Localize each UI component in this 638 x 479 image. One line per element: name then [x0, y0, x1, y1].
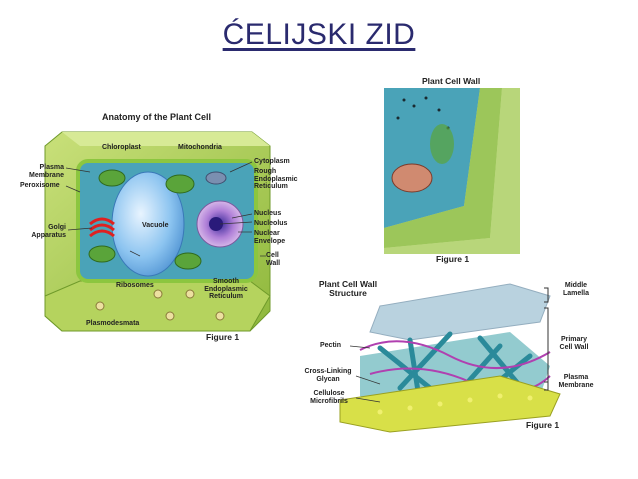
label-ribosomes: Ribosomes	[116, 282, 154, 289]
label-pectin: Pectin	[320, 342, 342, 349]
wall-figure-caption: Figure 1	[436, 254, 470, 264]
plant-cell-anatomy-figure: Anatomy of the Plant Cell Chloroplast Mi…	[20, 106, 300, 346]
label-peroxisome: Peroxisome	[20, 182, 60, 189]
label-cell-wall: Cell Wall	[266, 252, 281, 267]
anatomy-heading: Anatomy of the Plant Cell	[102, 112, 212, 122]
label-primary-cell-wall: Primary Cell Wall	[559, 336, 589, 351]
label-rough-er: Rough Endoplasmic Reticulum	[254, 168, 298, 190]
cell-wall-structure-figure: Plant Cell Wall Structure Pectin Cross-L…	[300, 276, 620, 436]
label-nuclear-envelope: Nuclear Envelope	[254, 230, 286, 245]
label-vacuole: Vacuole	[142, 222, 169, 229]
label-smooth-er: Smooth Endoplasmic Reticulum	[204, 278, 248, 300]
label-mitochondria: Mitochondria	[178, 144, 222, 151]
wall-heading: Plant Cell Wall	[422, 76, 481, 86]
label-nucleolus: Nucleolus	[254, 220, 288, 227]
label-nucleus: Nucleus	[254, 210, 282, 217]
structure-figure-caption: Figure 1	[526, 420, 560, 430]
label-cytoplasm: Cytoplasm	[254, 158, 290, 165]
label-plasma-membrane: Plasma Membrane	[28, 164, 64, 179]
cell-wall-closeup	[384, 88, 520, 254]
label-cellulose-microfibrils: Cellulose Microfibrils	[310, 390, 348, 405]
label-cross-linking-glycan: Cross-Linking Glycan	[304, 368, 352, 383]
label-middle-lamella: Middle Lamella	[562, 282, 590, 297]
plant-cell-illustration	[44, 131, 271, 332]
structure-heading: Plant Cell Wall Structure	[318, 279, 378, 298]
label-golgi: Golgi Apparatus	[31, 224, 66, 239]
label-chloroplast: Chloroplast	[102, 144, 141, 151]
label-plasma-membrane-structure: Plasma Membrane	[558, 374, 594, 389]
plant-cell-wall-figure: Plant Cell Wall Figure 1	[384, 76, 520, 266]
anatomy-figure-caption: Figure 1	[206, 332, 240, 342]
cell-wall-structure-illustration	[339, 283, 561, 433]
slide-title: ĆELIJSKI ZID	[222, 18, 416, 51]
label-plasmodesmata: Plasmodesmata	[86, 320, 140, 327]
